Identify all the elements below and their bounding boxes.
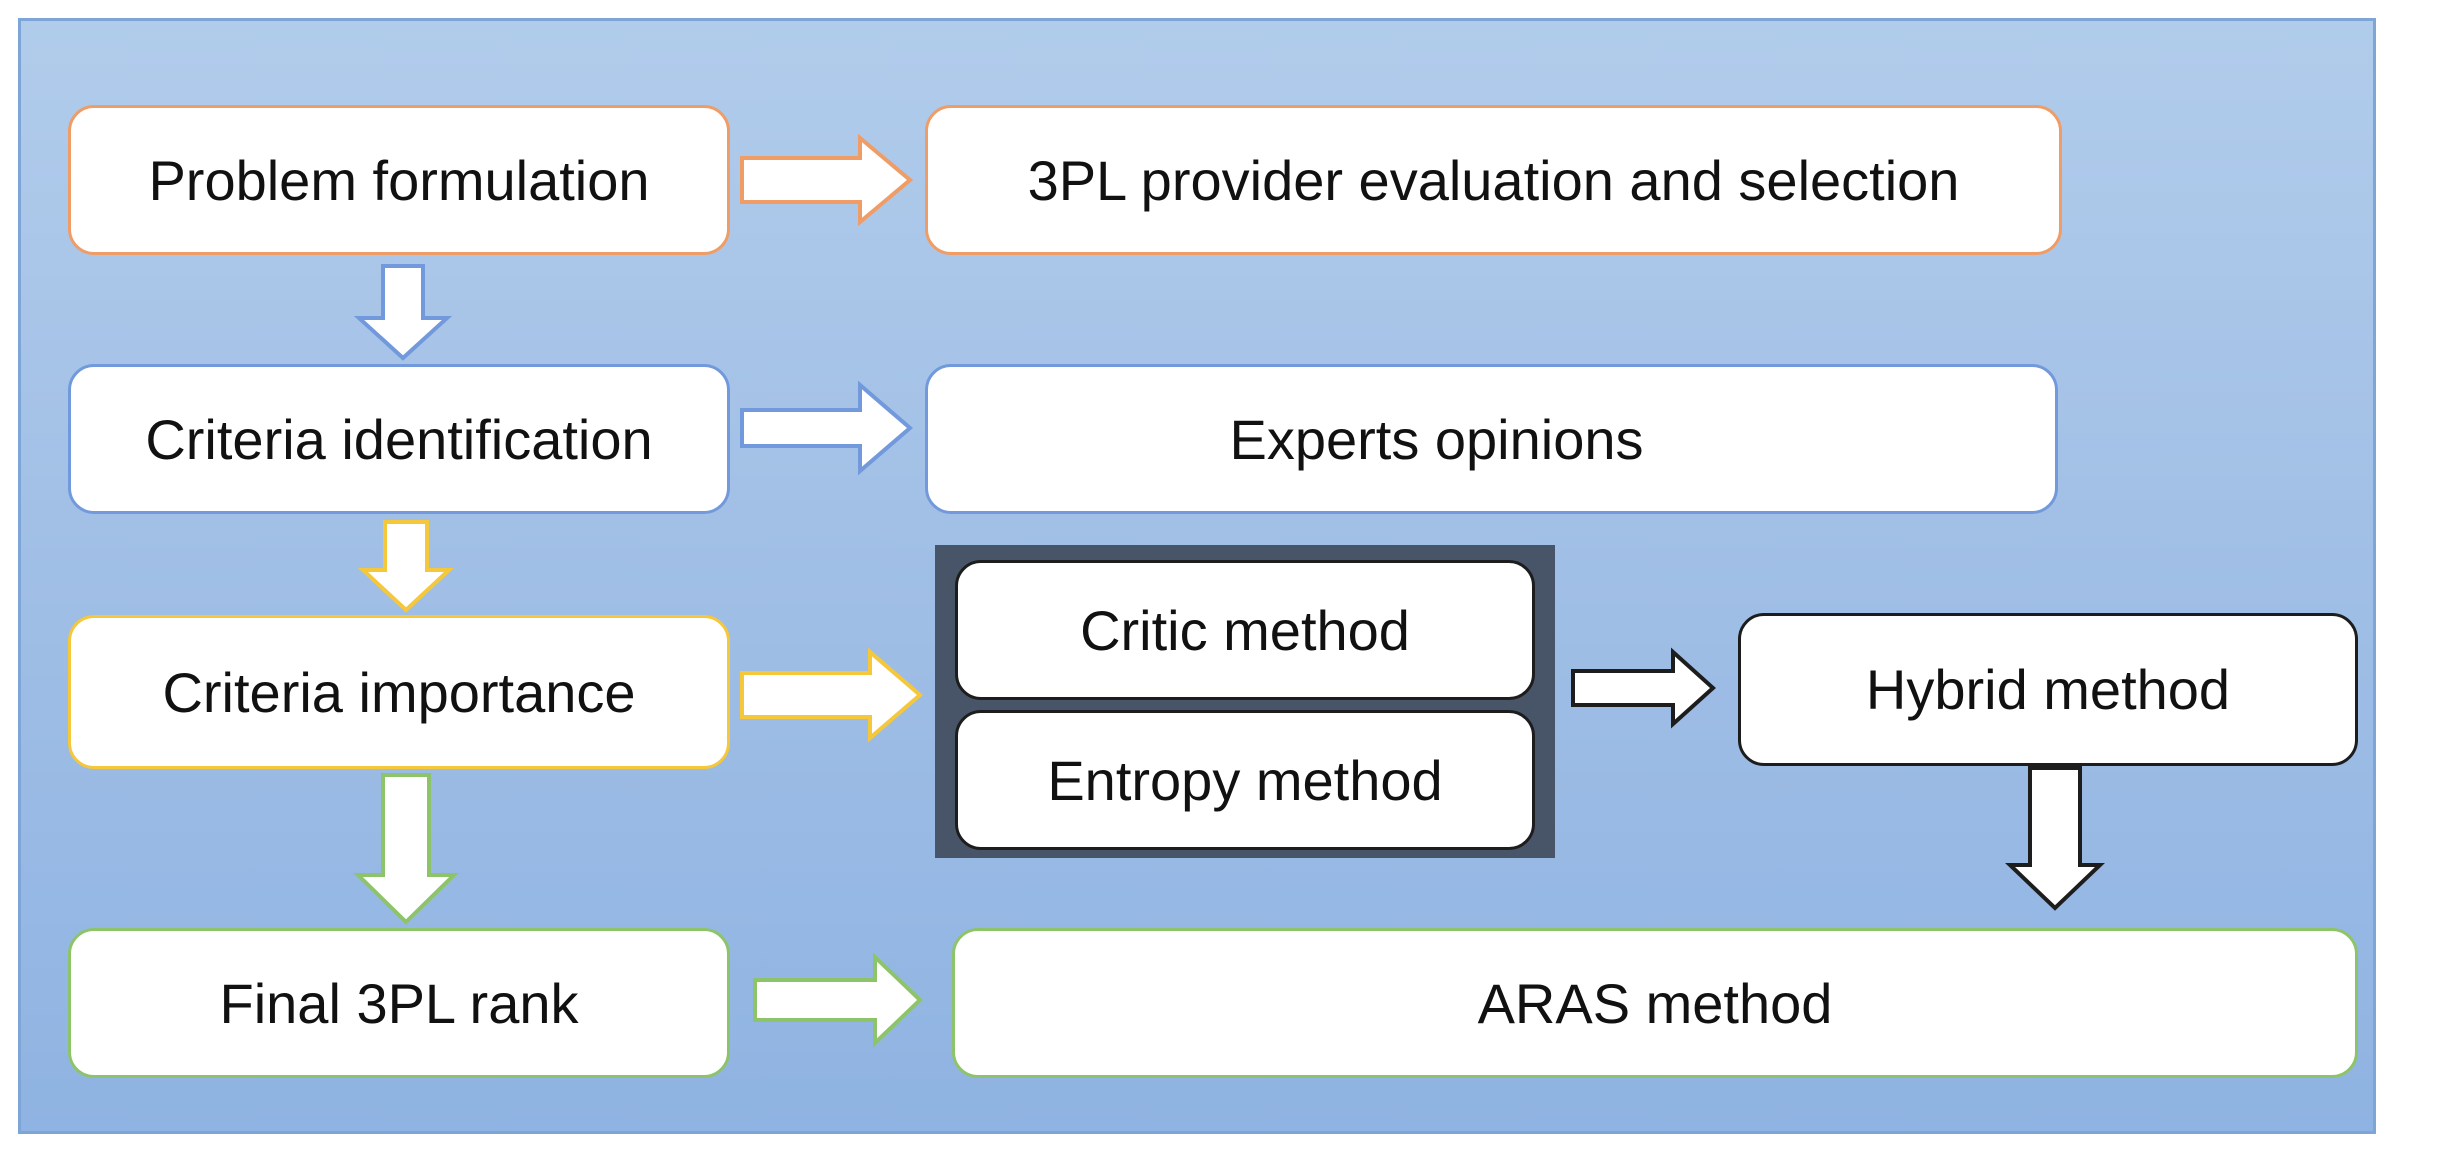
arrow-right-importance-to-methods (740, 647, 924, 743)
arrow-down-formulation-to-identification (353, 264, 453, 361)
provider-evaluation-label: 3PL provider evaluation and selection (1027, 148, 1960, 212)
final-rank-label: Final 3PL rank (219, 971, 579, 1035)
criteria-importance-box: Criteria importance (68, 615, 730, 769)
criteria-identification-box: Criteria identification (68, 364, 730, 514)
criteria-identification-label: Criteria identification (145, 407, 653, 471)
hybrid-method-label: Hybrid method (1865, 658, 2231, 721)
problem-formulation-label: Problem formulation (148, 148, 650, 212)
arrow-down-identification-to-importance (357, 520, 455, 613)
arrow-down-hybrid-to-aras (2005, 766, 2105, 911)
arrow-right-rank-to-aras (753, 952, 923, 1048)
entropy-method-label: Entropy method (1047, 748, 1443, 812)
arrow-right-formulation-to-evaluation (740, 133, 914, 227)
experts-opinions-label: Experts opinions (1229, 407, 1644, 471)
arrow-right-identification-to-experts (740, 380, 914, 476)
arrow-right-methods-to-hybrid (1571, 647, 1716, 729)
arrow-down-importance-to-rank (353, 773, 459, 925)
aras-method-label: ARAS method (1477, 971, 1833, 1035)
provider-evaluation-box: 3PL provider evaluation and selection (925, 105, 2062, 255)
hybrid-method-box: Hybrid method (1738, 613, 2358, 766)
final-rank-box: Final 3PL rank (68, 928, 730, 1078)
critic-method-box: Critic method (955, 560, 1535, 700)
experts-opinions-box: Experts opinions (925, 364, 2058, 514)
problem-formulation-box: Problem formulation (68, 105, 730, 255)
criteria-importance-label: Criteria importance (162, 660, 636, 724)
critic-method-label: Critic method (1080, 598, 1410, 662)
aras-method-box: ARAS method (952, 928, 2358, 1078)
entropy-method-box: Entropy method (955, 710, 1535, 850)
